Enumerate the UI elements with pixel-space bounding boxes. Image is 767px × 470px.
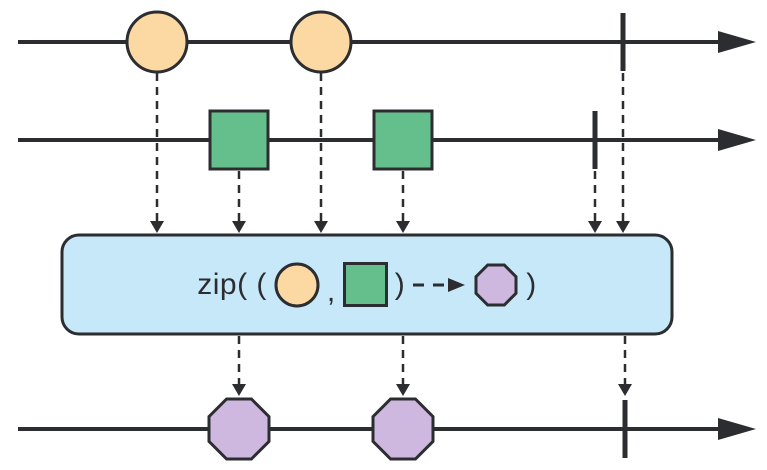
- zip-result-octagon-icon: [474, 263, 518, 306]
- marble-source-2-square-2: [372, 109, 434, 171]
- dashed-arrow-8-head: [618, 384, 632, 396]
- dashed-arrow-3-head: [396, 221, 410, 233]
- operator-box-content: zip( ( , ) ): [62, 235, 672, 334]
- marble-source-2-square-1: [208, 109, 270, 171]
- timeline-result-arrowhead: [718, 418, 756, 440]
- dashed-arrow-4-head: [588, 221, 602, 233]
- dashed-arrow-5-head: [616, 221, 630, 233]
- dashed-arrow-2-head: [314, 221, 328, 233]
- timeline-source-1-arrowhead: [718, 31, 756, 53]
- dashed-arrow-6-head: [232, 384, 246, 396]
- dashed-arrow-7-head: [396, 384, 410, 396]
- dashed-arrow-0-head: [150, 221, 164, 233]
- timeline-result-complete-tick: [622, 400, 628, 458]
- zip-dashed-arrow-icon: [413, 277, 466, 292]
- marble-source-1-circle-1: [125, 10, 189, 74]
- marble-result-octagon-2: [371, 397, 435, 461]
- zip-args-close-paren: ): [394, 267, 406, 301]
- timeline-source-2-complete-tick: [592, 111, 598, 169]
- marble-source-1-circle-2: [289, 10, 353, 74]
- zip-comma: ,: [326, 274, 336, 308]
- dashed-arrow-1-head: [232, 221, 246, 233]
- timeline-source-1-complete-tick: [620, 13, 626, 71]
- zip-label-prefix: zip( (: [197, 267, 267, 301]
- marble-result-octagon-1: [207, 397, 271, 461]
- zip-result-close-paren: ): [526, 267, 537, 301]
- zip-arg-square-icon: [342, 262, 388, 307]
- zip-arg-circle-icon: [274, 262, 320, 307]
- timeline-source-2-arrowhead: [718, 129, 756, 151]
